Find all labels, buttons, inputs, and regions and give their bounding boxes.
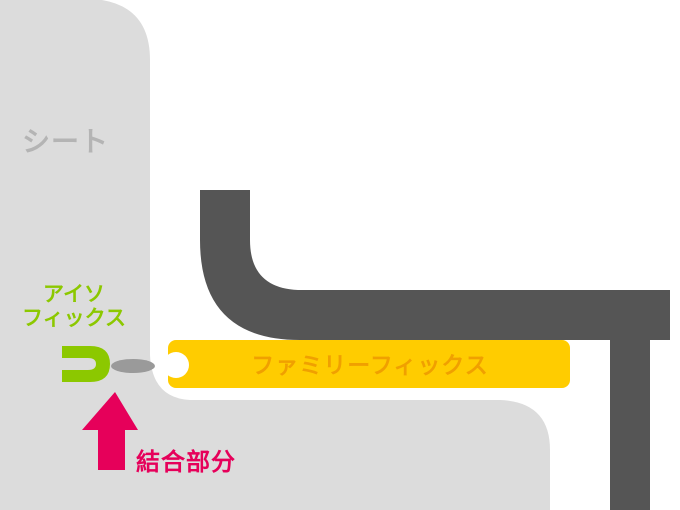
isofix-label-line2: フィックス: [22, 306, 126, 330]
connection-label: 結合部分: [136, 448, 236, 476]
family-fix-label: ファミリーフィックス: [251, 353, 489, 379]
isofix-label: アイソ フィックス: [0, 282, 148, 330]
isofix-hook-icon: [62, 346, 110, 382]
base-structure: [200, 190, 670, 510]
connector-pin: [111, 359, 155, 373]
family-fix-bar: [168, 340, 570, 388]
isofix-label-line1: アイソ: [43, 282, 105, 306]
seat-shape: [0, 0, 550, 510]
family-fix-socket: [163, 352, 189, 378]
seat-label: シート: [22, 125, 110, 158]
up-arrow-icon: [82, 392, 138, 470]
